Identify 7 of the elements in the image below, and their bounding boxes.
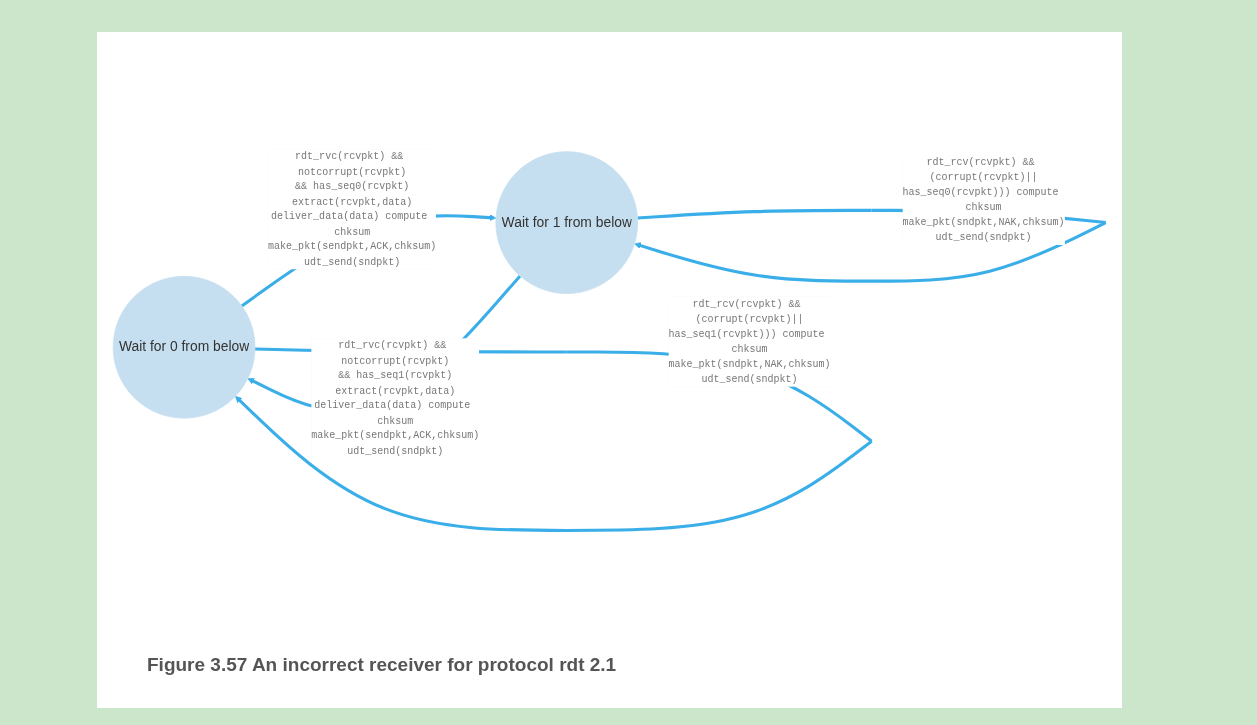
- edge-label: rdt_rcv(rcvpkt) && (corrupt(rcvpkt)|| has_seq0(rcvpkt))) compute chksum make_pkt(sndpkt,NAK,chksum) udt_send(sndpkt): [902, 156, 1065, 244]
- edge-label: rdt_rvc(rcvpkt) && notcorrupt(rcvpkt) && has_seq1(rcvpkt) extract(rcvpkt,data) deliver_data(data) compute chksum make_pkt(sendpkt,ACK,chksum) udt_send(sndpkt): [311, 339, 480, 457]
- edge-label: rdt_rvc(rcvpkt) && notcorrupt(rcvpkt) && has_seq0(rcvpkt) extract(rcvpkt,data) deliver_data(data) compute chksum make_pkt(sendpkt,ACK,chksum) udt_send(sndpkt): [268, 150, 437, 268]
- figure-caption: Figure 3.57 An incorrect receiver for protocol rdt 2.1: [147, 654, 617, 676]
- node-circle: Wait for 1 from below: [495, 151, 639, 295]
- node-circle: Wait for 0 from below: [112, 276, 256, 419]
- edge-label: rdt_rcv(rcvpkt) && (corrupt(rcvpkt)|| has_seq1(rcvpkt))) compute chksum make_pkt(sndpkt,NAK,chksum) udt_send(sndpkt): [668, 298, 831, 385]
